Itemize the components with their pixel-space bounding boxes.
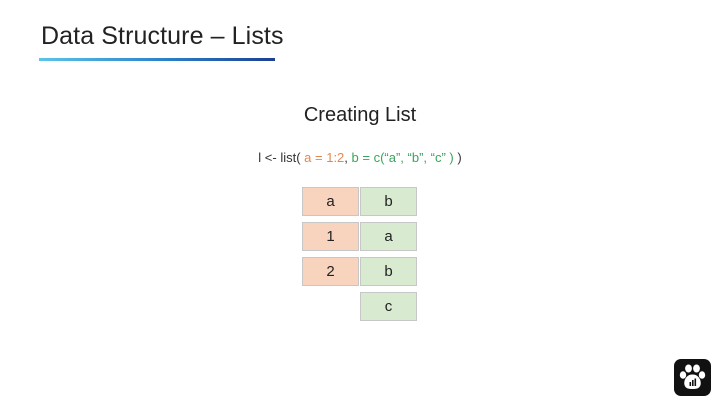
code-b-part: b = c(“a”, “b”, “c” ) <box>351 150 454 165</box>
slide-subtitle: Creating List <box>303 104 417 126</box>
code-line: l <- list( a = 1:2, b = c(“a”, “b”, “c” … <box>0 150 720 165</box>
code-suffix: ) <box>453 150 462 165</box>
paw-chart-icon <box>674 359 711 396</box>
paw-logo-graphic <box>679 364 706 389</box>
list-cell-a-1: 1 <box>302 222 359 251</box>
code-a-part: a = 1:2 <box>304 150 345 165</box>
list-cell-a-2: 2 <box>302 257 359 286</box>
list-cell-a-header: a <box>302 187 359 216</box>
list-cell-b-1: a <box>360 222 417 251</box>
title-underline <box>39 58 275 61</box>
code-prefix: l <- list( <box>258 150 305 165</box>
list-cell-b-2: b <box>360 257 417 286</box>
code-separator: , <box>344 150 352 165</box>
list-cell-b-3: c <box>360 292 417 321</box>
slide-title: Data Structure – Lists <box>41 22 284 50</box>
list-cell-b-header: b <box>360 187 417 216</box>
